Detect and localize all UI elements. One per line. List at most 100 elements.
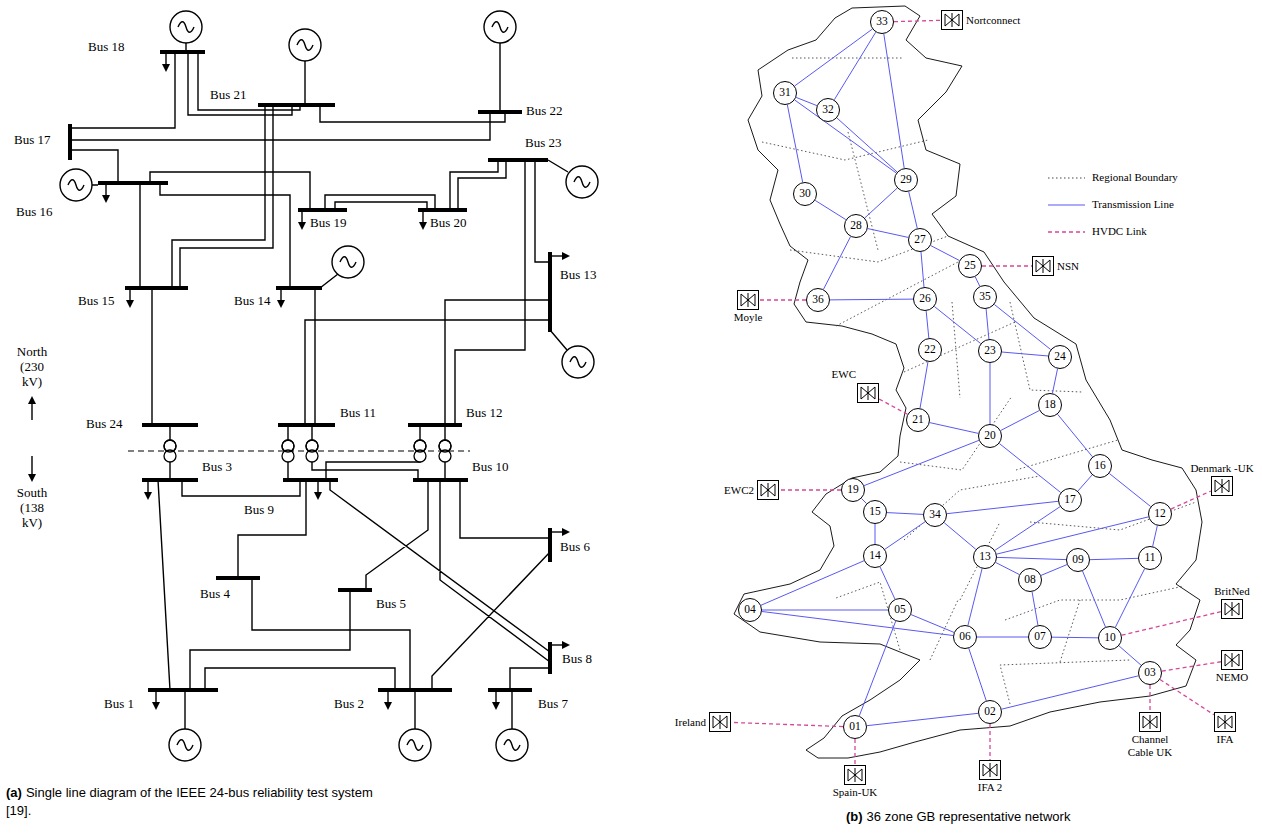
hvdc-terminal: IFA [1214, 712, 1236, 732]
converter-icon [1215, 713, 1235, 731]
gb-coastline [734, 6, 1202, 758]
zone-number: 36 [812, 294, 824, 306]
zone-number: 07 [1034, 631, 1046, 643]
generator-symbol [566, 166, 598, 198]
zone-circle: 07 [1028, 625, 1052, 649]
zone-circle: 24 [1048, 345, 1072, 369]
transmission-line [926, 311, 929, 338]
zone-circle: 23 [978, 339, 1002, 363]
converter-icon [1140, 713, 1160, 731]
transmission-line [969, 648, 986, 700]
zone-number: 14 [869, 550, 881, 562]
converter-glyph [1225, 602, 1239, 616]
zone-number: 21 [912, 414, 924, 426]
transmission-line [787, 105, 802, 182]
caption: (b)36 zone GB representative network [846, 808, 1070, 826]
converter-glyph [983, 763, 997, 777]
generator-symbol [332, 246, 364, 278]
converter-glyph [945, 13, 959, 27]
bus-label: Bus 15 [78, 294, 114, 309]
transmission-line [864, 440, 979, 485]
transmission-line [880, 567, 895, 599]
converter-glyph [1215, 479, 1229, 493]
transmission-line [830, 299, 913, 301]
zone-circle: 31 [773, 81, 797, 105]
generator-symbol [289, 29, 321, 61]
converter-icon [1212, 477, 1232, 495]
bus-label: Bus 14 [234, 294, 270, 309]
hvdc-link [1149, 685, 1150, 712]
bus-label: Bus 12 [466, 406, 502, 421]
hvdc-link [894, 20, 941, 21]
transmission-line [995, 507, 1060, 551]
zone-circle: 35 [973, 285, 997, 309]
zone-circle: 18 [1038, 393, 1062, 417]
zone-number: 02 [984, 706, 996, 718]
interconnector-label: Moyle [734, 311, 763, 324]
transmission-line [994, 304, 1050, 349]
converter-glyph [713, 715, 727, 729]
transmission-line [795, 100, 897, 173]
zone-circle: 01 [843, 715, 867, 739]
zone-circle: 13 [973, 545, 997, 569]
hvdc-terminal: EWC2 [757, 480, 779, 500]
zone-number: 04 [744, 604, 756, 616]
zone-circle: 32 [816, 98, 840, 122]
bus-label: Bus 6 [560, 540, 590, 555]
hvdc-link [731, 722, 843, 726]
bus-label: Bus 8 [562, 652, 592, 667]
zone-number: 18 [1044, 399, 1056, 411]
zone-number: 09 [1072, 554, 1084, 566]
zone-circle: 27 [908, 228, 932, 252]
legend-entry: Regional Boundary [1092, 171, 1178, 184]
zone-circle: 04 [738, 598, 762, 622]
caption: (a)Single line diagram of the IEEE 24-bu… [6, 784, 398, 819]
zone-number: 35 [979, 291, 991, 303]
bus-label: Bus 18 [88, 40, 124, 55]
zone-number: 13 [979, 551, 991, 563]
transmission-line [796, 97, 817, 105]
zone-number: 12 [1154, 508, 1166, 520]
zone-circle: 15 [863, 500, 887, 524]
zone-circle: 14 [863, 544, 887, 568]
zone-number: 34 [929, 509, 941, 521]
transmission-line [1032, 592, 1038, 625]
zone-number: 19 [847, 484, 859, 496]
transformer-symbol [306, 440, 318, 462]
transmission-line [996, 562, 1020, 574]
caption-tag: (b) [846, 809, 863, 824]
generator-symbol [496, 729, 528, 761]
transformer-symbol [282, 440, 294, 462]
load-arrow [298, 210, 306, 230]
legend-entry: Transmission Line [1092, 198, 1174, 211]
bus-label: Bus 1 [104, 697, 134, 712]
hvdc-terminal: NEMO [1221, 650, 1243, 670]
zone-circle: 06 [953, 625, 977, 649]
zone-number: 31 [779, 87, 791, 99]
zone-number: 27 [914, 234, 926, 246]
transmission-line [887, 513, 923, 515]
transmission-line [1002, 676, 1139, 709]
zone-number: 22 [924, 344, 936, 356]
bus-label: Bus 2 [334, 697, 364, 712]
bus-label: Bus 5 [376, 597, 406, 612]
converter-icon [942, 11, 962, 29]
interconnector-label: Ireland [675, 716, 706, 729]
transmission-line [875, 524, 876, 544]
bus-label: Bus 3 [202, 460, 232, 475]
zone-circle: 10 [1098, 626, 1122, 650]
legend-entry: HVDC Link [1092, 225, 1147, 238]
bus-bars [70, 52, 550, 690]
zone-number: 28 [850, 220, 862, 232]
transmission-line [762, 610, 888, 611]
branch-lines [70, 43, 568, 729]
zone-circle: 33 [870, 10, 894, 34]
zone-circle: 12 [1148, 502, 1172, 526]
load-arrow [314, 480, 322, 500]
transmission-line [1109, 473, 1150, 506]
hvdc-link [779, 489, 841, 490]
voltage-label: South (138 kV) [10, 486, 54, 531]
load-arrow [419, 210, 427, 230]
zone-circle: 11 [1138, 546, 1162, 570]
zone-number: 33 [876, 16, 888, 28]
